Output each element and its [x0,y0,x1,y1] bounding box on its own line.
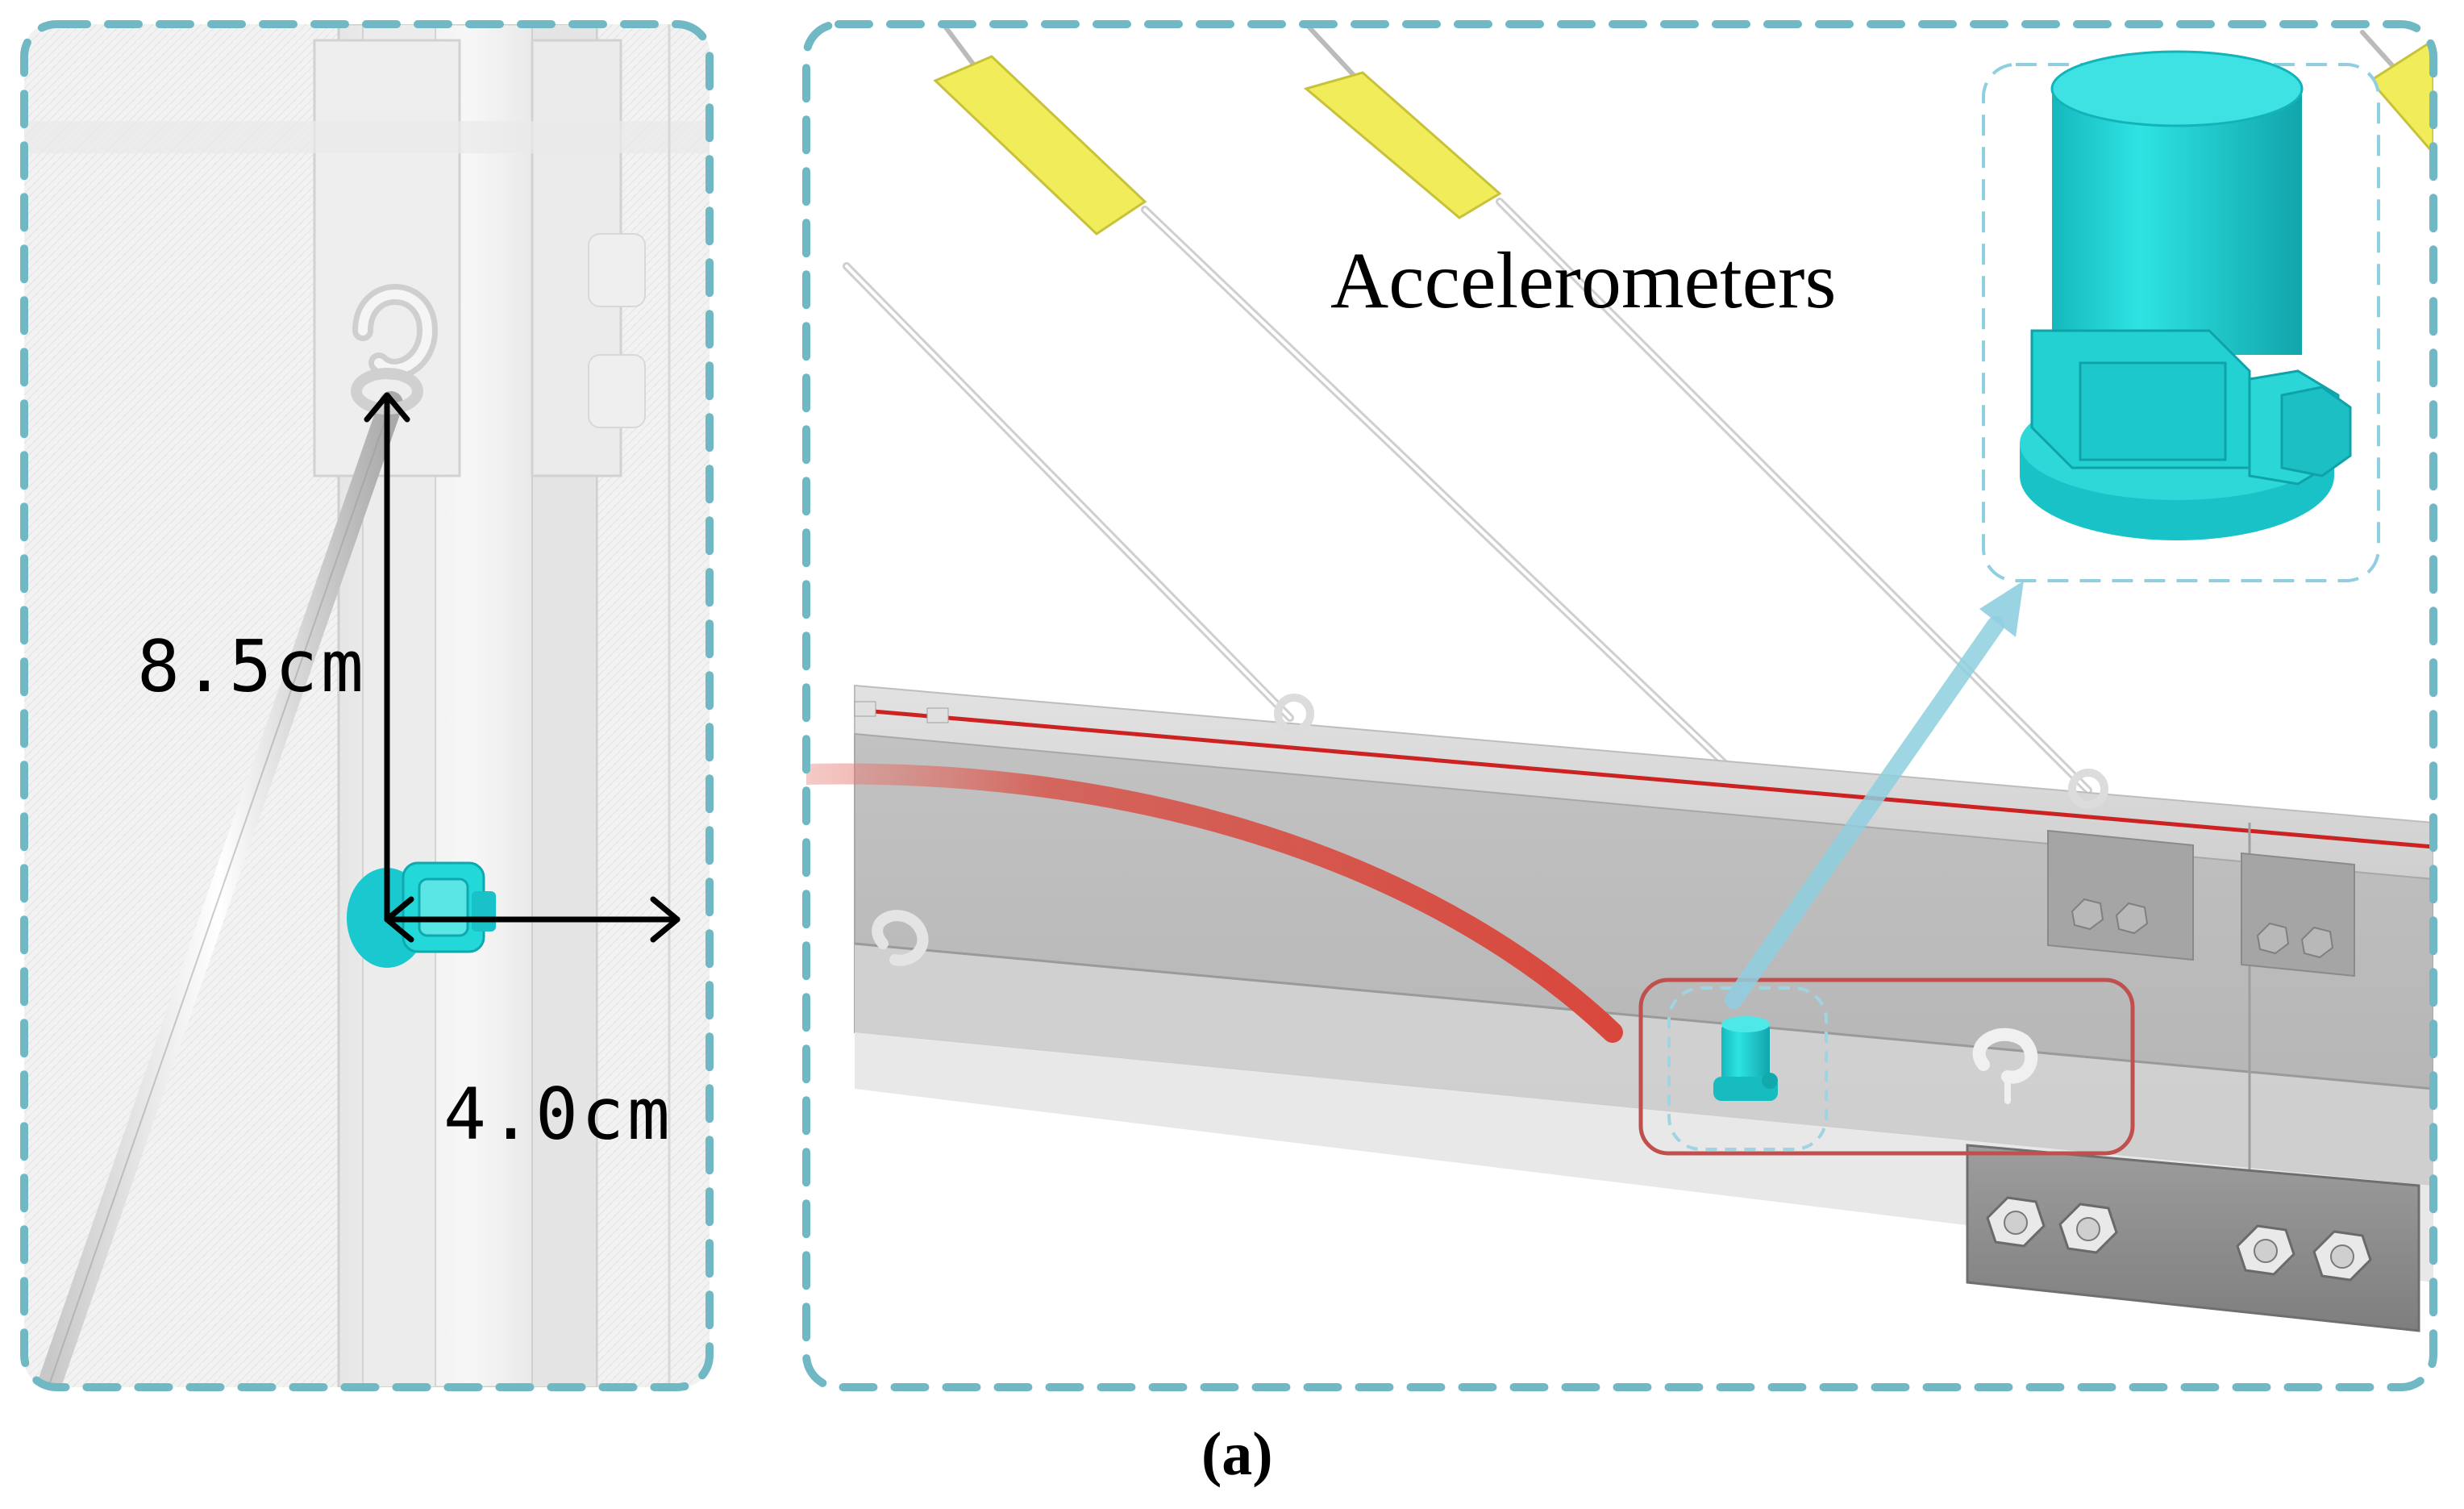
accelerometer-inset [1982,50,2380,582]
accelerometer-icon [1713,1016,1778,1101]
detail-panel: 8.5cm 4.0cm [24,24,710,1387]
dimension-horizontal-label: 4.0cm [443,1073,673,1156]
detail-drawing [24,24,710,1387]
figure-caption: (a) [1201,1420,1273,1488]
accelerometer-icon [2020,50,2352,540]
accelerometer-icon [347,861,496,968]
overview-drawing [806,24,2433,1332]
dimension-vertical-label: 8.5cm [137,625,367,708]
accelerometers-label: Accelerometers [1330,236,1837,325]
overview-panel [806,24,2433,1387]
beam [854,684,2433,1332]
